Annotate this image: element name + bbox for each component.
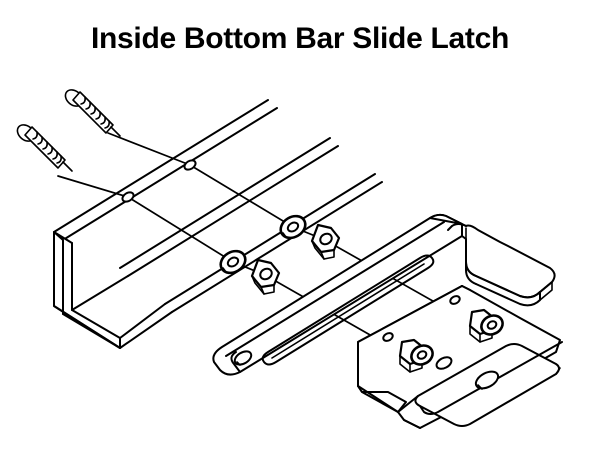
page-title: Inside Bottom Bar Slide Latch: [90, 22, 510, 55]
angle-bar: [53, 99, 383, 349]
nut-bracket-front: [398, 338, 434, 373]
screw-upper: [64, 89, 121, 137]
screw-lower: [16, 124, 73, 172]
washer-lower: [219, 249, 247, 275]
angle-bar-hole-lower: [121, 191, 135, 203]
slide-latch-bar: [212, 213, 556, 376]
angle-bar-hole-upper: [183, 159, 197, 171]
title-bar: Inside Bottom Bar Slide Latch: [0, 22, 600, 56]
latch-keeper-bracket: [357, 285, 563, 429]
nut-upper: [310, 223, 341, 260]
nut-bracket-rear: [468, 308, 504, 343]
washer-upper: [279, 214, 307, 240]
nut-lower: [250, 258, 281, 295]
